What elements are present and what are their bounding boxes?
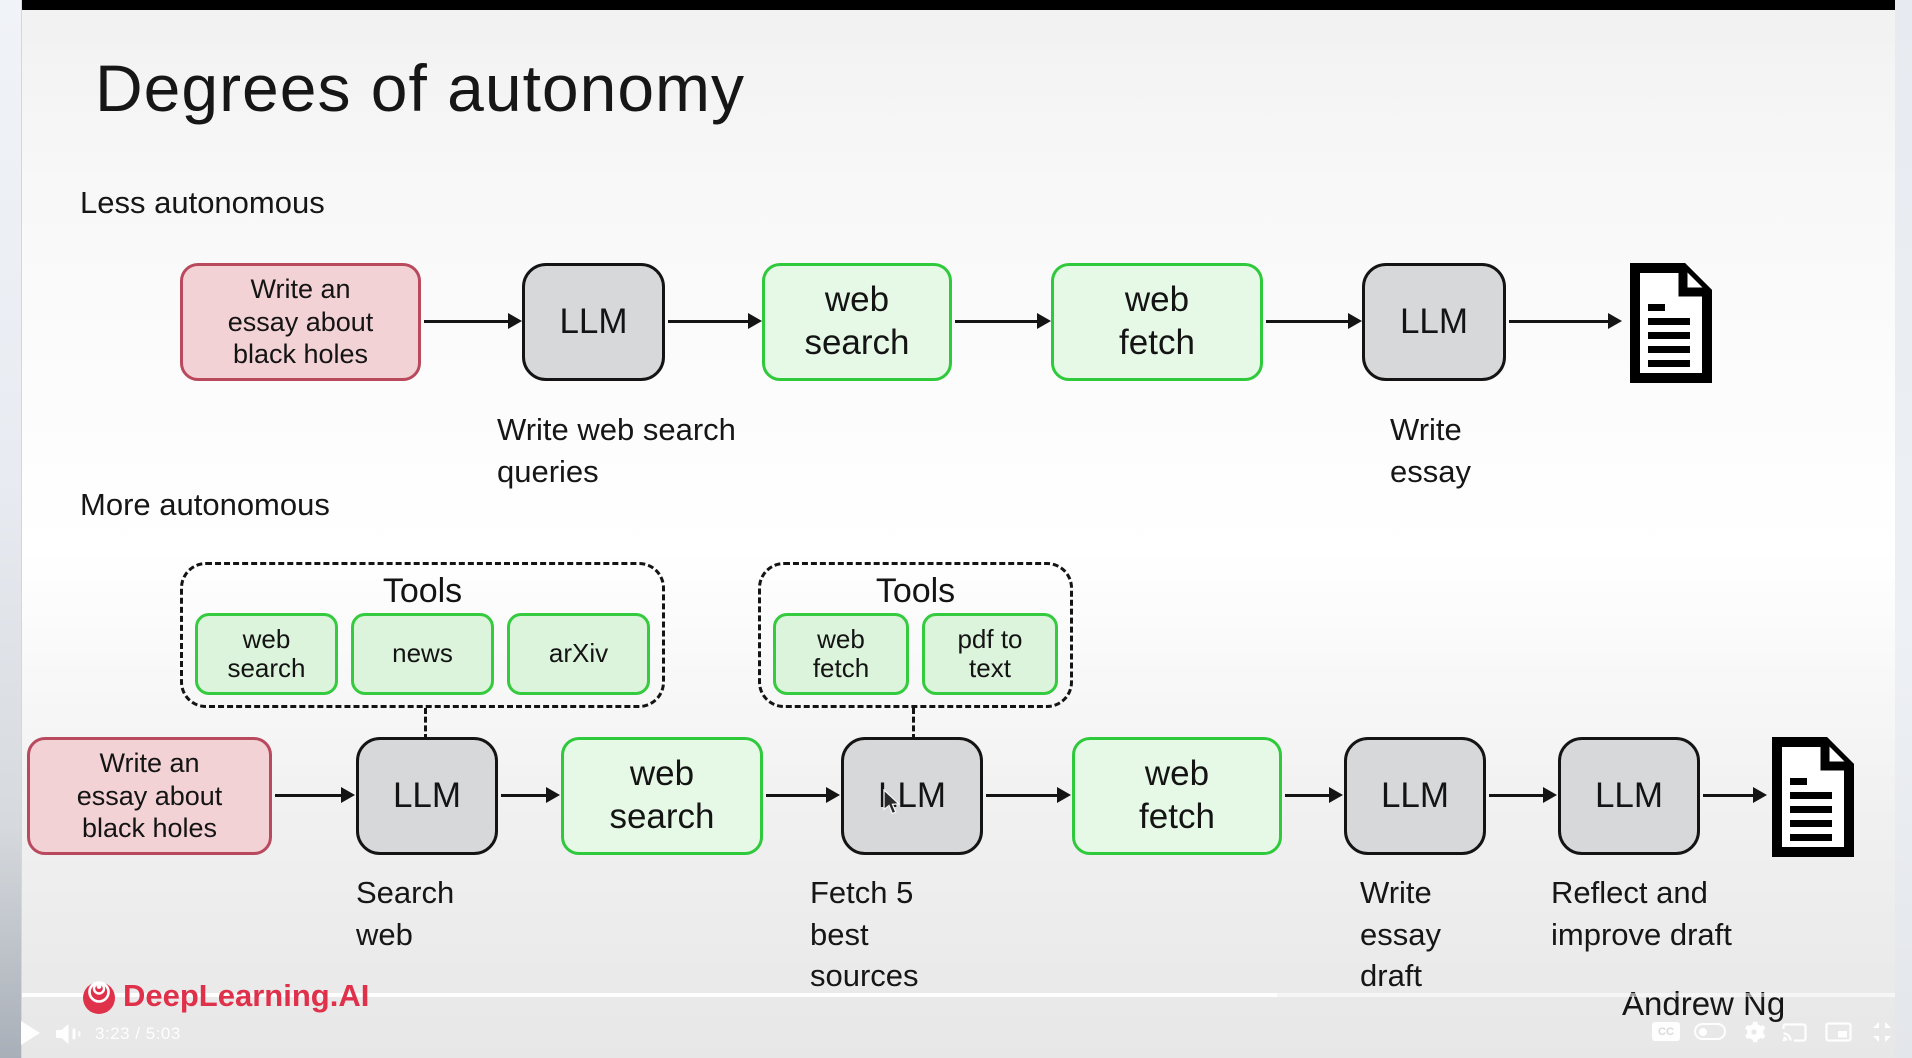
video-progress-bar[interactable] (22, 993, 1895, 997)
tools-row: web fetch pdf to text (773, 613, 1058, 695)
web-fetch-label: web fetch (1139, 754, 1215, 836)
miniplayer-icon[interactable] (1825, 1022, 1852, 1042)
tools-group-search: Tools web search news arXiv (180, 562, 665, 708)
video-player-surface[interactable] (22, 0, 1895, 1058)
web-fetch-node: web fetch (1051, 263, 1263, 381)
prompt-text: Write an essay about black holes (76, 747, 223, 844)
flow-arrow (955, 313, 1051, 329)
tool-news: news (351, 613, 494, 695)
progress-remaining (1276, 993, 1895, 997)
web-search-label: web search (609, 754, 715, 836)
flow-arrow (501, 787, 560, 803)
flow-arrow (1285, 787, 1343, 803)
mouse-cursor-icon (883, 789, 901, 815)
video-letterbox-bar (22, 0, 1895, 10)
less-autonomous-label: Less autonomous (80, 185, 325, 220)
cast-icon[interactable] (1781, 1022, 1808, 1043)
prompt-text: Write an essay about black holes (227, 273, 374, 370)
llm-label: LLM (1380, 775, 1450, 815)
llm-node: LLM (1362, 263, 1506, 381)
flow-arrow (1489, 787, 1557, 803)
tools-group-title: Tools (875, 571, 956, 610)
tool-label: arXiv (548, 638, 609, 669)
document-icon (1772, 737, 1854, 857)
llm-caption: Fetch 5 best sources (810, 875, 919, 994)
flow-arrow (1703, 787, 1767, 803)
tools-group-title: Tools (382, 571, 463, 610)
author-credit: Andrew Ng (1622, 985, 1786, 1022)
web-search-label: web search (804, 280, 910, 362)
flow-arrow (424, 313, 522, 329)
deeplearning-logo-icon (83, 981, 115, 1014)
volume-icon[interactable] (55, 1023, 83, 1045)
prompt-box: Write an essay about black holes (180, 263, 421, 381)
flow-arrow (275, 787, 355, 803)
llm-node: LLM (841, 737, 983, 855)
page-title: Degrees of autonomy (95, 51, 746, 125)
progress-played (22, 993, 1277, 997)
page-edge-right (1895, 0, 1912, 1058)
time-display: 3:23 / 5:03 (95, 1024, 181, 1043)
llm-caption: Reflect and improve draft (1551, 875, 1732, 952)
tool-web-fetch: web fetch (773, 613, 909, 695)
tools-row: web search news arXiv (195, 613, 650, 695)
llm-label: LLM (559, 301, 628, 341)
llm-caption: Write web search queries (497, 412, 736, 489)
llm-label: LLM (1594, 775, 1664, 815)
llm-label: LLM (392, 775, 462, 815)
flow-arrow (668, 313, 762, 329)
tool-label: pdf to text (957, 623, 1023, 683)
tools-group-fetch: Tools web fetch pdf to text (758, 562, 1073, 708)
flow-arrow (1266, 313, 1362, 329)
flow-arrow (986, 787, 1071, 803)
llm-node: LLM (356, 737, 498, 855)
cc-label: CC (1658, 1025, 1674, 1038)
document-icon (1630, 263, 1712, 383)
autoplay-knob (1699, 1027, 1707, 1036)
llm-label: LLM (1399, 301, 1469, 341)
tool-web-search: web search (195, 613, 338, 695)
tool-label: web search (227, 623, 306, 683)
web-search-node: web search (561, 737, 763, 855)
page-edge-left (0, 0, 22, 1058)
llm-node: LLM (522, 263, 665, 381)
tool-label: web fetch (812, 623, 870, 683)
fullscreen-icon[interactable] (1868, 1019, 1896, 1045)
tool-pdf-to-text: pdf to text (922, 613, 1058, 695)
tool-label: news (392, 638, 453, 669)
tools-connector-dashed (912, 708, 915, 740)
settings-gear-icon[interactable] (1742, 1020, 1766, 1044)
tools-connector-dashed (424, 708, 427, 740)
llm-caption: Write essay (1390, 412, 1471, 489)
tool-arxiv: arXiv (507, 613, 650, 695)
web-search-node: web search (762, 263, 952, 381)
closed-captions-button[interactable]: CC (1652, 1022, 1680, 1041)
web-fetch-label: web fetch (1119, 280, 1195, 362)
more-autonomous-label: More autonomous (80, 487, 330, 522)
llm-node: LLM (1344, 737, 1486, 855)
flow-arrow (766, 787, 840, 803)
llm-caption: Write essay draft (1360, 875, 1441, 994)
deeplearning-logo: DeepLearning.AI (80, 976, 369, 1016)
llm-caption: Search web (356, 875, 455, 952)
web-fetch-node: web fetch (1072, 737, 1282, 855)
autoplay-toggle[interactable] (1694, 1023, 1726, 1040)
prompt-box: Write an essay about black holes (27, 737, 272, 855)
play-button[interactable] (21, 1021, 40, 1045)
llm-node: LLM (1558, 737, 1700, 855)
deeplearning-logo-text: DeepLearning.AI (123, 978, 370, 1013)
flow-arrow (1509, 313, 1622, 329)
